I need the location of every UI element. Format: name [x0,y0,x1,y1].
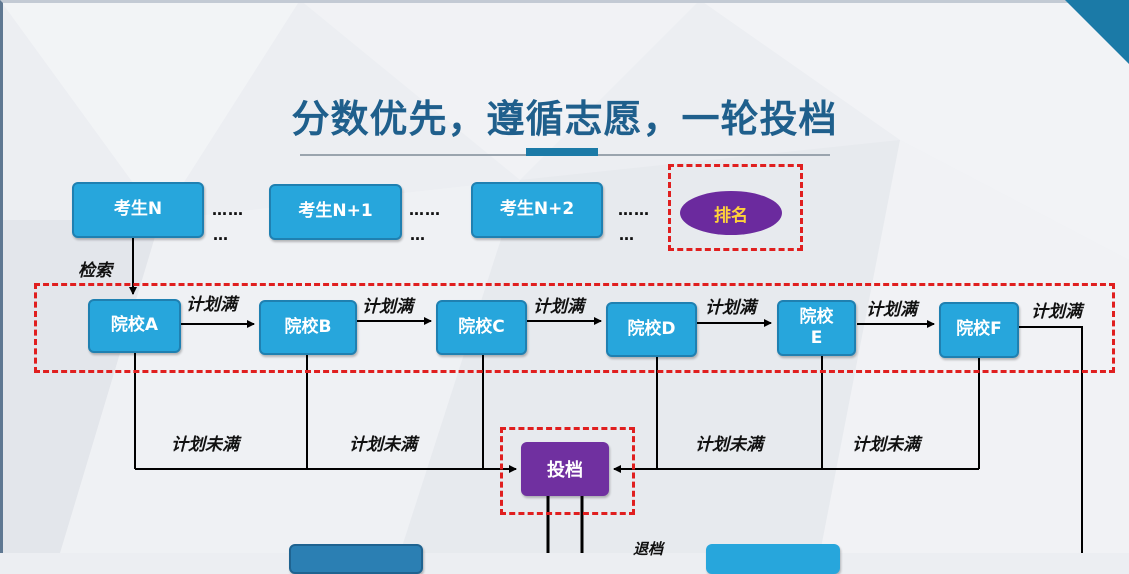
student-n-box: 考生N [72,182,204,238]
ellipsis: …… [409,201,441,219]
plan-full-label: 计划满 [533,297,584,317]
ranking-highlight [668,164,803,251]
plan-not-full-label: 计划未满 [349,435,417,455]
plan-not-full-label: 计划未满 [171,435,239,455]
student-n1-box: 考生N+1 [269,184,402,240]
school-c-box: 院校C [436,300,527,355]
plan-full-label: 计划满 [186,295,237,315]
submit-highlight [500,427,635,515]
plan-full-label: 计划满 [362,297,413,317]
school-e-box: 院校E [777,300,856,356]
ellipsis: …… [212,201,244,219]
plan-full-label: 计划满 [705,298,756,318]
plan-full-label: 计划满 [1031,302,1082,322]
bottom-left-box [289,544,423,574]
school-f-box: 院校F [939,302,1019,358]
school-d-box: 院校D [606,302,697,357]
ellipsis: … [213,226,229,244]
ellipsis: …… [618,201,650,219]
school-b-box: 院校B [259,300,357,355]
slide-title: 分数优先，遵循志愿，一轮投档 [291,97,838,141]
school-a-box: 院校A [88,299,181,353]
plan-not-full-label: 计划未满 [695,435,763,455]
ellipsis: … [619,226,635,244]
submit-box: 投档 [521,442,609,496]
connector-lines [129,237,1083,553]
title-accent-bar [526,148,598,156]
return-label: 退档 [633,540,664,558]
ranking-ellipse: 排名 [680,191,782,235]
plan-not-full-label: 计划未满 [852,435,920,455]
slide-frame [0,0,1129,553]
corner-decoration [1065,0,1129,64]
schools-highlight [34,283,1115,373]
student-n2-box: 考生N+2 [471,182,603,238]
bottom-right-box [706,544,840,574]
ellipsis: … [410,226,426,244]
search-label: 检索 [78,261,112,281]
plan-full-label: 计划满 [866,300,917,320]
